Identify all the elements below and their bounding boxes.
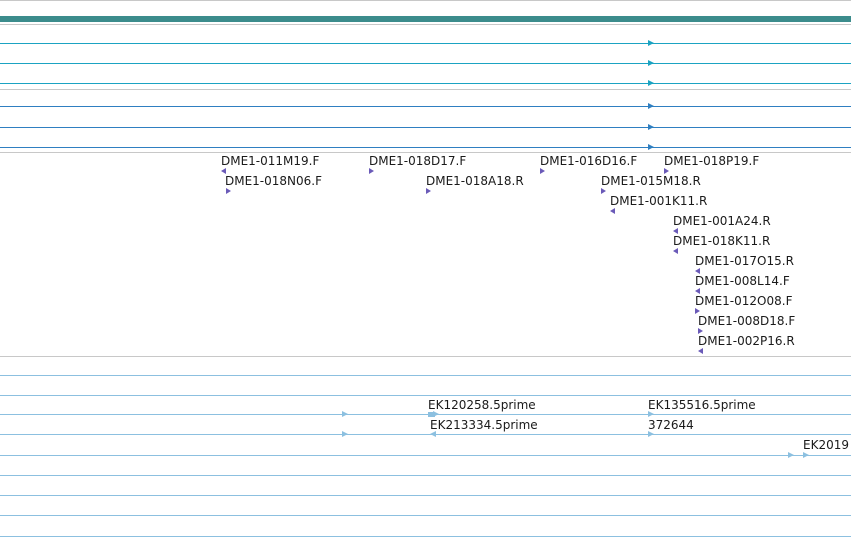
est-arrow-icon[interactable] bbox=[803, 452, 809, 458]
est-label[interactable]: 372644 bbox=[648, 418, 694, 432]
clone-marker-icon[interactable] bbox=[695, 268, 700, 274]
feature-track-line[interactable] bbox=[0, 106, 851, 107]
est-label[interactable]: EK135516.5prime bbox=[648, 398, 756, 412]
strand-arrow-icon bbox=[648, 144, 654, 150]
est-track-line[interactable] bbox=[0, 515, 851, 516]
feature-track-line[interactable] bbox=[0, 83, 851, 84]
clone-label[interactable]: DME1-011M19.F bbox=[221, 154, 320, 168]
strand-arrow-icon bbox=[648, 103, 654, 109]
clone-label[interactable]: DME1-002P16.R bbox=[698, 334, 795, 348]
est-arrow-icon[interactable] bbox=[430, 431, 436, 437]
est-arrow-icon[interactable] bbox=[342, 431, 348, 437]
strand-arrow-icon bbox=[648, 124, 654, 130]
separator-line bbox=[0, 24, 851, 25]
clone-label[interactable]: DME1-017O15.R bbox=[695, 254, 794, 268]
clone-label[interactable]: DME1-001K11.R bbox=[610, 194, 708, 208]
feature-track-line[interactable] bbox=[0, 43, 851, 44]
feature-track-line[interactable] bbox=[0, 127, 851, 128]
clone-label[interactable]: DME1-001A24.R bbox=[673, 214, 771, 228]
clone-marker-icon[interactable] bbox=[698, 348, 703, 354]
est-block[interactable] bbox=[428, 412, 435, 417]
clone-marker-icon[interactable] bbox=[610, 208, 615, 214]
clone-marker-icon[interactable] bbox=[369, 168, 374, 174]
clone-marker-icon[interactable] bbox=[664, 168, 669, 174]
clone-label[interactable]: DME1-015M18.R bbox=[601, 174, 701, 188]
est-arrow-icon[interactable] bbox=[648, 411, 654, 417]
clone-marker-icon[interactable] bbox=[698, 328, 703, 334]
est-arrow-icon[interactable] bbox=[433, 411, 439, 417]
est-label[interactable]: EK2019 bbox=[803, 438, 849, 452]
est-arrow-icon[interactable] bbox=[342, 411, 348, 417]
clone-marker-icon[interactable] bbox=[426, 188, 431, 194]
est-track-line[interactable] bbox=[0, 395, 851, 396]
est-track-line[interactable] bbox=[0, 434, 851, 435]
clone-label[interactable]: DME1-018D17.F bbox=[369, 154, 467, 168]
est-label[interactable]: EK120258.5prime bbox=[428, 398, 536, 412]
clone-label[interactable]: DME1-012O08.F bbox=[695, 294, 793, 308]
separator-line bbox=[0, 89, 851, 90]
clone-label[interactable]: DME1-018P19.F bbox=[664, 154, 760, 168]
clone-label[interactable]: DME1-018K11.R bbox=[673, 234, 771, 248]
est-arrow-icon[interactable] bbox=[648, 431, 654, 437]
clone-marker-icon[interactable] bbox=[540, 168, 545, 174]
separator-line bbox=[0, 152, 851, 153]
clone-label[interactable]: DME1-016D16.F bbox=[540, 154, 638, 168]
clone-marker-icon[interactable] bbox=[601, 188, 606, 194]
clone-marker-icon[interactable] bbox=[221, 168, 226, 174]
clone-label[interactable]: DME1-018N06.F bbox=[225, 174, 323, 188]
strand-arrow-icon bbox=[648, 40, 654, 46]
est-track-line[interactable] bbox=[0, 414, 851, 415]
strand-arrow-icon bbox=[648, 80, 654, 86]
clone-marker-icon[interactable] bbox=[673, 228, 678, 234]
clone-label[interactable]: DME1-008D18.F bbox=[698, 314, 796, 328]
feature-track-line[interactable] bbox=[0, 63, 851, 64]
top-border bbox=[0, 0, 851, 1]
est-arrow-icon[interactable] bbox=[788, 452, 794, 458]
est-track-line[interactable] bbox=[0, 495, 851, 496]
coverage-bar[interactable] bbox=[0, 16, 851, 22]
clone-label[interactable]: DME1-008L14.F bbox=[695, 274, 790, 288]
est-label[interactable]: EK213334.5prime bbox=[430, 418, 538, 432]
clone-marker-icon[interactable] bbox=[673, 248, 678, 254]
feature-track-line[interactable] bbox=[0, 147, 851, 148]
separator-line bbox=[0, 356, 851, 357]
est-track-line[interactable] bbox=[0, 375, 851, 376]
clone-label[interactable]: DME1-018A18.R bbox=[426, 174, 524, 188]
clone-marker-icon[interactable] bbox=[226, 188, 231, 194]
est-track-line[interactable] bbox=[0, 536, 851, 537]
strand-arrow-icon bbox=[648, 60, 654, 66]
est-track-line[interactable] bbox=[0, 455, 851, 456]
est-track-line[interactable] bbox=[0, 475, 851, 476]
clone-marker-icon[interactable] bbox=[695, 308, 700, 314]
clone-marker-icon[interactable] bbox=[695, 288, 700, 294]
